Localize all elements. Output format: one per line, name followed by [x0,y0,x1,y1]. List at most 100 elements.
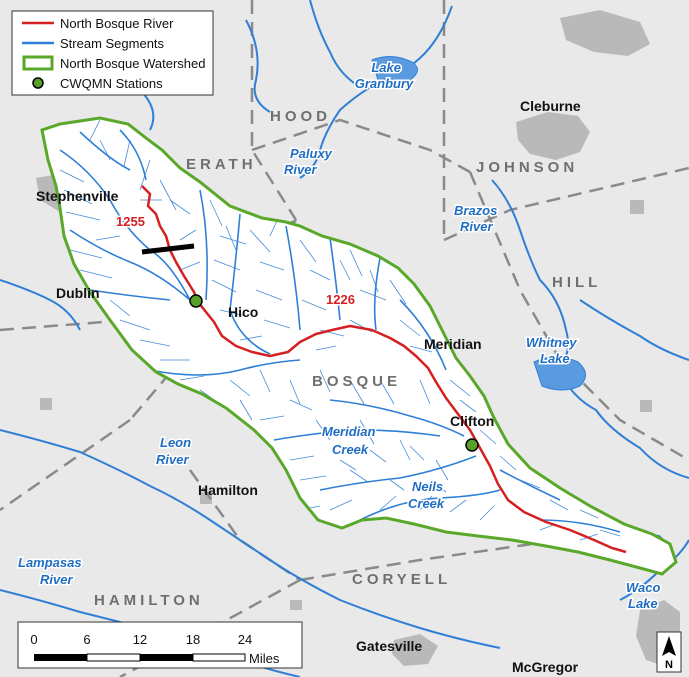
legend-label-watershed: North Bosque Watershed [60,56,205,71]
watershed-interior [42,118,676,574]
tributary-lines [299,239,363,337]
tributary-north [309,0,363,89]
gatesville-urban-area [392,634,438,666]
meridian-creek-line [273,429,441,441]
county-label-coryell: CORYELL [352,571,451,588]
city-label-dublin: Dublin [56,285,100,301]
legend-label-river: North Bosque River [60,16,174,31]
stream-segment [199,189,208,301]
town-marker [40,398,52,410]
stream-segment [359,489,501,521]
stream-segment [89,289,171,301]
tributary-west [0,279,81,331]
stream-segment [229,213,271,355]
scale-tick-0: 0 [30,632,37,647]
legend-label-streams: Stream Segments [60,36,165,51]
scale-segment-3 [140,654,193,661]
town-marker [640,400,652,412]
segment-divider [141,243,195,255]
northeast-urban-area [560,10,650,56]
scale-tick-6: 6 [83,632,90,647]
stream-segment [399,299,447,371]
city-label-hamilton: Hamilton [198,482,258,498]
water-label-meridian-creek: Meridian Creek [322,424,379,457]
county-line-hood-erath [250,0,298,221]
water-label-brazos-river: Brazos River [454,203,501,234]
tributary-lines [449,379,541,489]
scale-tick-12: 12 [133,632,147,647]
tributary-lines [89,119,201,271]
stream-segments [59,119,621,541]
tributary-lines [539,499,621,541]
water-label-leon-river: Leon River [156,435,195,467]
county-line-erath-hamilton [0,418,131,512]
city-label-stephenville: Stephenville [36,188,119,204]
scale-tick-24: 24 [238,632,252,647]
scale-tick-18: 18 [186,632,200,647]
county-label-johnson: JOHNSON [476,159,578,176]
city-label-clifton: Clifton [450,413,494,429]
legend-label-station: CWQMN Stations [60,76,163,91]
whitney-lake-shape [533,356,586,391]
scale-segment-4 [192,653,246,662]
cleburne-urban-area [516,112,590,160]
city-label-hico: Hico [228,304,258,320]
cwqmn-station-hico [189,294,203,308]
neils-creek-line [319,455,477,491]
town-marker [290,600,302,610]
tributary-lines [239,399,449,481]
tributary-lines [59,169,113,279]
tributary-lines [259,379,431,421]
brazos-river-upper [299,5,453,179]
water-label-waco-lake: Waco Lake [626,580,664,611]
stream-segment [373,257,381,331]
lake-granbury-shape [371,56,418,85]
town-marker [630,200,644,214]
tributary-lines [209,199,247,317]
map-legend: North Bosque River Stream Segments North… [11,10,214,96]
tributary-lines [225,213,379,351]
water-label-neils-creek: Neils Creek [408,479,447,511]
tributary-lines [329,495,495,521]
north-arrow-icon: N [656,631,682,673]
tributary-lines [239,229,291,341]
water-label-paluxy-river: Paluxy River [284,146,336,177]
city-label-gatesville: Gatesville [356,638,422,654]
leon-river [0,429,501,649]
stream-segment [59,149,191,301]
tributary-lines [109,299,205,381]
cwqmn-station-clifton [465,438,479,452]
scale-segment-1 [34,654,87,661]
water-label-whitney-lake: Whitney Lake [526,335,580,366]
paluxy-upper [245,19,271,113]
stream-segment [149,359,301,376]
whitney-tributary [579,299,689,361]
city-label-cleburne: Cleburne [520,98,581,114]
tributary-lines [349,279,433,353]
stream-segment [285,225,301,331]
county-line-hood-south [251,118,471,174]
watershed-outline [40,116,678,576]
tributary-lines [289,445,425,481]
stream-segment [499,469,561,501]
county-line-johnson-hill [443,166,689,242]
county-label-bosque: BOSQUE [312,373,401,390]
water-label-lake-granbury: Lake Granbury [355,60,414,91]
stream-segment [69,229,191,301]
city-label-meridian: Meridian [424,336,482,352]
scale-bar: 0 6 12 18 24 Miles [17,621,303,669]
legend-symbol-watershed [22,55,54,71]
segment-label-1255: 1255 [116,214,145,229]
county-label-hill: HILL [552,274,601,291]
scale-unit: Miles [249,651,280,666]
brazos-river-lower [491,179,689,479]
north-arrow-label: N [665,659,673,671]
legend-box [11,10,214,96]
county-label-hood: HOOD [270,108,331,125]
scale-segment-2 [86,653,141,662]
stream-segment [539,519,621,533]
segment-label-1226: 1226 [326,292,355,307]
stream-segment [329,399,465,437]
